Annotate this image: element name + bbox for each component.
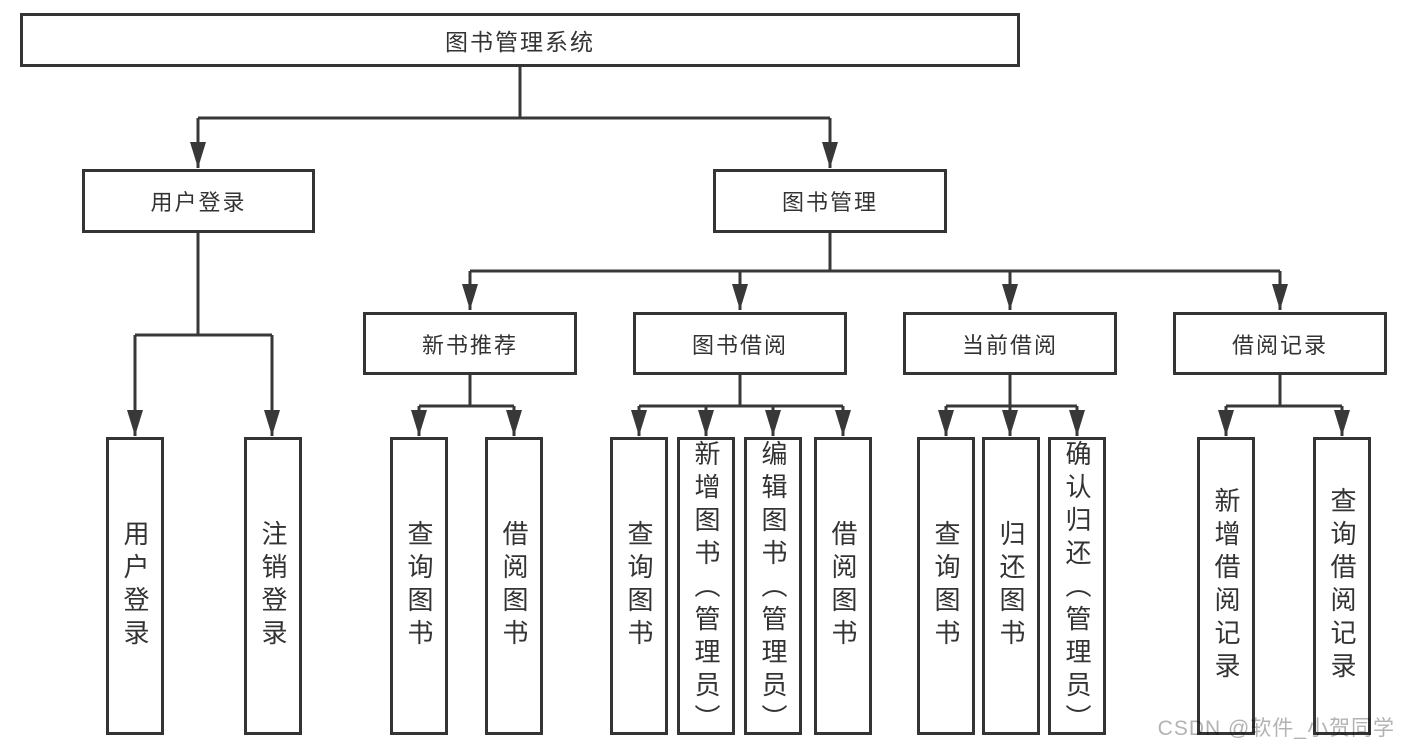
leaf-borrow-books: 借阅图书 — [814, 437, 872, 735]
leaf-query-borrow-record: 查询借阅记录 — [1313, 437, 1371, 735]
leaf-query-books-recommend: 查询图书 — [390, 437, 448, 735]
node-new-book-recommend: 新书推荐 — [363, 312, 577, 375]
leaf-confirm-return-admin: 确认归还（管理员） — [1048, 437, 1106, 737]
leaf-user-login: 用户登录 — [106, 437, 164, 735]
watermark: CSDN @软件_小贺同学 — [1157, 717, 1395, 740]
leaf-borrow-books-recommend: 借阅图书 — [485, 437, 543, 735]
leaf-query-books-current: 查询图书 — [917, 437, 975, 735]
node-borrow-records: 借阅记录 — [1173, 312, 1387, 375]
leaf-return-books: 归还图书 — [982, 437, 1040, 735]
leaf-add-books-admin: 新增图书（管理员） — [677, 437, 735, 737]
node-book-borrow: 图书借阅 — [633, 312, 847, 375]
node-book-management: 图书管理 — [713, 169, 947, 233]
arrowheads — [127, 142, 1350, 436]
leaf-query-books-borrow: 查询图书 — [610, 437, 668, 735]
leaf-edit-books-admin: 编辑图书（管理员） — [744, 437, 802, 737]
node-current-borrow: 当前借阅 — [903, 312, 1117, 375]
node-root-system: 图书管理系统 — [20, 13, 1020, 67]
leaf-add-borrow-record: 新增借阅记录 — [1197, 437, 1255, 735]
node-user-login: 用户登录 — [82, 169, 315, 233]
leaf-logout: 注销登录 — [244, 437, 302, 735]
